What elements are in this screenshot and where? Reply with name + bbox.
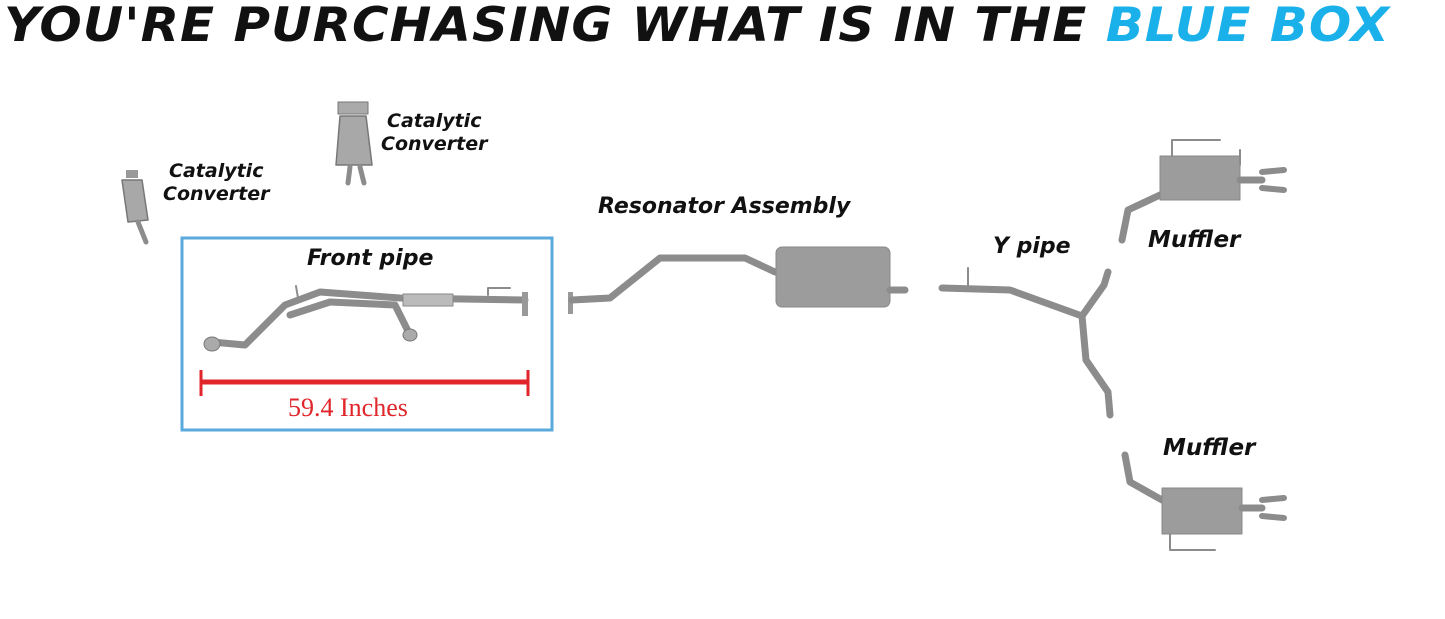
resonator-assembly — [568, 246, 909, 314]
label-front-pipe: Front pipe — [307, 246, 434, 271]
muffler-bottom — [1121, 451, 1287, 551]
front-pipe — [203, 285, 529, 352]
muffler-top — [1118, 139, 1287, 244]
selection-box — [180, 236, 554, 432]
measurement-label: 59.4 Inches — [288, 393, 408, 422]
label-y-pipe: Y pipe — [993, 234, 1071, 259]
label-muffler-top: Muffler — [1148, 227, 1241, 253]
catalytic-converter-1 — [121, 170, 149, 245]
title-highlight: BLUE BOX — [1105, 0, 1391, 53]
label-resonator-assembly: Resonator Assembly — [598, 194, 851, 219]
catalytic-converter-2 — [335, 101, 373, 186]
label-muffler-bottom: Muffler — [1163, 435, 1256, 461]
measurement-line — [199, 370, 530, 396]
y-pipe — [938, 267, 1114, 419]
page-title: YOU'RE PURCHASING WHAT IS IN THE BLUE BO… — [4, 0, 1391, 53]
